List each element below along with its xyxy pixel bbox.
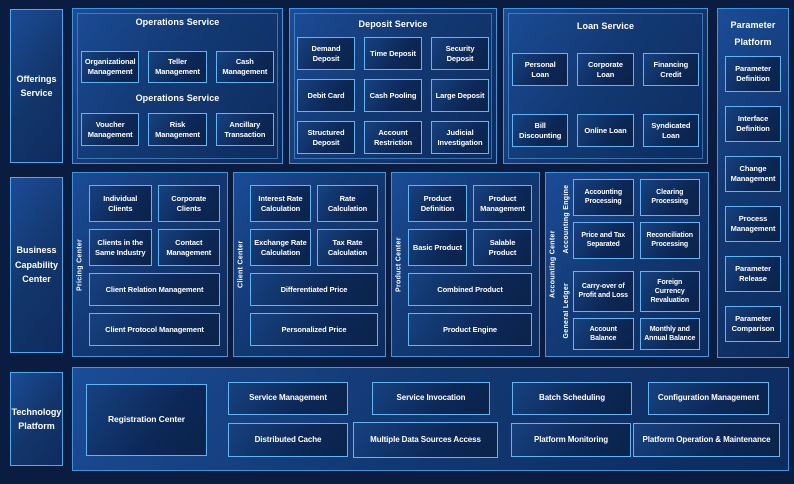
box-corporate-loan: Corporate Loan [577, 53, 634, 86]
box-bill-discounting: Bill Discounting [512, 114, 569, 147]
parameter-platform-panel: Parameter Platform Parameter Definition … [717, 8, 789, 358]
box-distributed-cache: Distributed Cache [228, 423, 348, 457]
box-foreign-currency-revaluation: Foreign Currency Revaluation [639, 270, 700, 312]
operations-service-subtitle: Operations Service [135, 93, 220, 103]
box-accounting-processing: Accounting Processing [573, 179, 634, 216]
loan-service-title: Loan Service [576, 21, 635, 31]
box-change-management: Change Management [725, 156, 781, 193]
box-personal-loan: Personal Loan [512, 53, 569, 86]
offerings-service-label: Offerings Service [10, 9, 63, 163]
operations-service-title: Operations Service [135, 17, 220, 27]
box-parameter-definition: Parameter Definition [725, 56, 781, 93]
loan-row-2: Bill Discounting Online Loan Syndicated … [512, 114, 699, 147]
box-individual-clients: Individual Clients [89, 185, 152, 222]
box-reconciliation-processing: Reconciliation Processing [639, 221, 700, 259]
box-judicial-investigation: Judicial Investigation [431, 121, 489, 154]
box-ancillary-transaction: Ancillary Transaction [215, 113, 274, 146]
operations-row-1: Organizational Management Teller Managem… [81, 51, 274, 83]
box-risk-management: Risk Management [148, 113, 207, 146]
accounting-engine-vertical-label: Accounting Engine [563, 184, 570, 254]
box-time-deposit: Time Deposit [364, 37, 422, 70]
box-price-and-tax-separated: Price and Tax Separated [573, 221, 634, 259]
parameter-platform-title: Parameter Platform [730, 20, 776, 48]
deposit-row-3: Structured Deposit Account Restriction J… [297, 121, 489, 154]
pricing-center-vertical-label: Pricing Center [76, 238, 84, 291]
deposit-service-title: Deposit Service [358, 19, 428, 29]
box-cash-pooling: Cash Pooling [364, 79, 422, 112]
operations-service-panel: Operations Service Organizational Manage… [72, 8, 283, 164]
box-carry-over-profit-loss: Carry-over of Profit and Loss [573, 270, 634, 312]
box-large-deposit: Large Deposit [431, 79, 489, 112]
box-product-engine: Product Engine [408, 313, 532, 346]
deposit-row-2: Debit Card Cash Pooling Large Deposit [297, 79, 489, 112]
operations-row-2: Voucher Management Risk Management Ancil… [81, 113, 274, 146]
loan-row-1: Personal Loan Corporate Loan Financing C… [512, 53, 699, 86]
box-personalized-price: Personalized Price [250, 313, 378, 346]
box-salable-product: Salable Product [473, 229, 532, 266]
box-basic-product: Basic Product [408, 229, 467, 266]
product-center-vertical-label: Product Center [395, 237, 403, 292]
box-clients-same-industry: Clients in the Same Industry [89, 229, 152, 266]
box-service-management: Service Management [228, 382, 348, 415]
box-clearing-processing: Clearing Processing [639, 179, 700, 216]
pricing-center-panel: Pricing Center Individual Clients Corpor… [72, 172, 228, 357]
box-voucher-management: Voucher Management [81, 113, 140, 146]
box-parameter-release: Parameter Release [725, 256, 781, 293]
box-contact-management: Contact Management [157, 229, 220, 266]
business-capability-center-label-text: Business Capability Center [15, 245, 59, 285]
box-account-balance: Account Balance [573, 317, 634, 350]
box-structured-deposit: Structured Deposit [297, 121, 355, 154]
box-batch-scheduling: Batch Scheduling [512, 382, 632, 415]
client-center-panel: Client Center Interest Rate Calculation … [233, 172, 386, 357]
product-center-panel: Product Center Product Definition Produc… [391, 172, 540, 357]
offerings-service-label-text: Offerings Service [16, 73, 57, 98]
accounting-center-panel: Accounting Center Accounting Engine Acco… [545, 172, 709, 357]
box-debit-card: Debit Card [297, 79, 355, 112]
box-monthly-annual-balance: Monthly and Annual Balance [639, 317, 700, 350]
box-process-management: Process Management [725, 206, 781, 243]
box-product-management: Product Management [473, 185, 532, 222]
accounting-center-vertical-label: Accounting Center [549, 230, 557, 299]
box-teller-management: Teller Management [148, 51, 207, 83]
box-client-relation-management: Client Relation Management [89, 273, 220, 306]
box-security-deposit: Security Deposit [431, 37, 489, 70]
box-interface-definition: Interface Definition [725, 106, 781, 143]
box-exchange-rate-calculation: Exchange Rate Calculation [250, 229, 311, 266]
box-differentiated-price: Differentiated Price [250, 273, 378, 306]
box-multiple-data-sources-access: Multiple Data Sources Access [353, 422, 498, 458]
box-platform-monitoring: Platform Monitoring [511, 423, 631, 457]
technology-platform-panel: Registration Center Service Management S… [72, 367, 789, 471]
box-combined-product: Combined Product [408, 273, 532, 306]
technology-platform-label-text: Technology Platform [11, 406, 62, 431]
box-organizational-management: Organizational Management [81, 51, 140, 83]
general-ledger-vertical-label: General Ledger [563, 282, 570, 339]
box-configuration-management: Configuration Management [648, 382, 769, 415]
box-demand-deposit: Demand Deposit [297, 37, 355, 70]
box-parameter-comparison: Parameter Comparison [725, 306, 781, 343]
deposit-service-panel: Deposit Service Demand Deposit Time Depo… [289, 8, 497, 164]
box-service-invocation: Service Invocation [372, 382, 490, 415]
box-client-protocol-management: Client Protocol Management [89, 313, 220, 346]
box-interest-rate-calculation: Interest Rate Calculation [250, 185, 311, 222]
technology-platform-label: Technology Platform [10, 372, 63, 466]
client-center-vertical-label: Client Center [237, 240, 245, 289]
box-syndicated-loan: Syndicated Loan [642, 114, 699, 147]
general-ledger-group: General Ledger Carry-over of Profit and … [560, 270, 700, 350]
box-corporate-clients: Corporate Clients [157, 185, 220, 222]
accounting-engine-group: Accounting Engine Accounting Processing … [560, 179, 700, 259]
box-rate-calculation: Rate Calculation [317, 185, 378, 222]
box-cash-management: Cash Management [215, 51, 274, 83]
business-capability-center-label: Business Capability Center [10, 177, 63, 353]
box-product-definition: Product Definition [408, 185, 467, 222]
loan-service-panel: Loan Service Personal Loan Corporate Loa… [503, 8, 708, 164]
deposit-row-1: Demand Deposit Time Deposit Security Dep… [297, 37, 489, 70]
box-registration-center: Registration Center [86, 384, 207, 456]
box-online-loan: Online Loan [577, 114, 634, 147]
box-tax-rate-calculation: Tax Rate Calculation [317, 229, 378, 266]
box-account-restriction: Account Restriction [364, 121, 422, 154]
box-platform-operation-maintenance: Platform Operation & Maintenance [633, 423, 780, 457]
box-financing-credit: Financing Credit [642, 53, 699, 86]
